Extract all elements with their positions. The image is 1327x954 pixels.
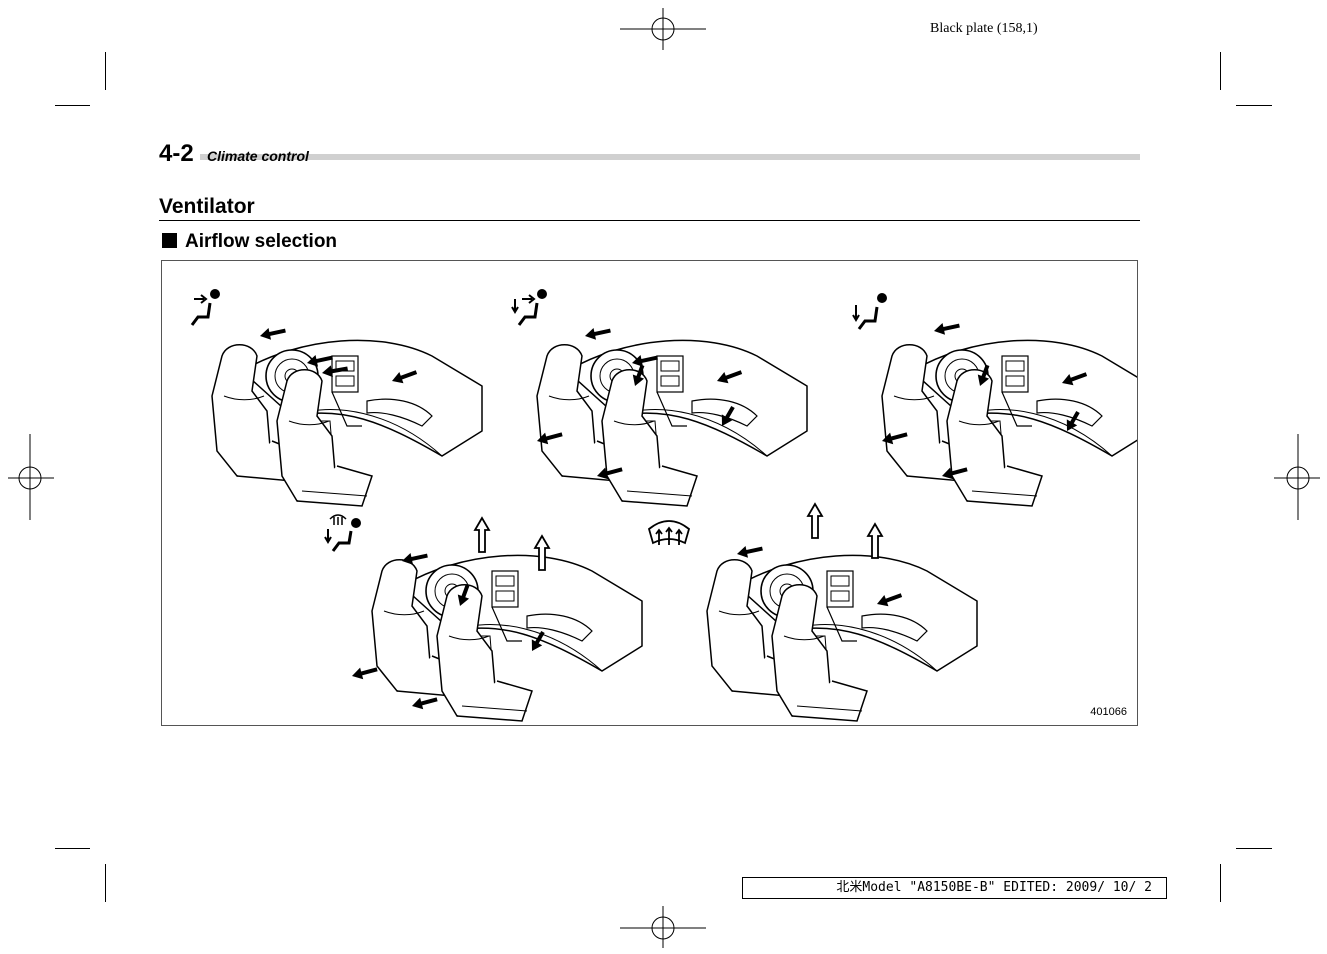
bi-level-vent-icon (511, 289, 547, 326)
subheading-text: Airflow selection (185, 231, 338, 252)
registration-mark-right (1274, 434, 1320, 520)
crop-mark (105, 52, 106, 90)
face-vent-icon (190, 289, 220, 326)
registration-mark-top (620, 8, 706, 50)
section-title: Climate control (207, 148, 309, 164)
subheading: Airflow selection (162, 231, 337, 253)
mode-bi-level (535, 324, 808, 507)
figure-id: 401066 (1090, 706, 1127, 718)
crop-mark (1220, 864, 1221, 902)
foot-defrost-vent-icon (324, 514, 361, 552)
crop-mark (1236, 105, 1272, 106)
crop-mark (55, 105, 90, 106)
crop-mark (1220, 52, 1221, 90)
page-heading: Ventilator (159, 195, 255, 218)
crop-mark (105, 864, 106, 902)
defrost-vent-icon (647, 520, 691, 545)
foot-vent-icon (852, 293, 887, 330)
airflow-figure: 401066 (161, 260, 1138, 726)
section-number: 4-2 (159, 140, 194, 167)
crop-mark (1236, 848, 1272, 849)
mode-foot-defrost (350, 517, 643, 722)
edit-footer: 北米Model "A8150BE-B" EDITED: 2009/ 10/ 2 (742, 877, 1167, 899)
mode-defrost (706, 503, 978, 722)
section-bar (200, 154, 1140, 160)
plate-label: Black plate (158,1) (930, 21, 1038, 36)
crop-mark (55, 848, 90, 849)
registration-mark-bottom (620, 906, 706, 948)
heading-rule (159, 220, 1140, 221)
mode-foot (880, 319, 1137, 507)
registration-mark-left (8, 434, 54, 520)
mode-face (211, 324, 483, 507)
square-bullet-icon (162, 233, 177, 248)
